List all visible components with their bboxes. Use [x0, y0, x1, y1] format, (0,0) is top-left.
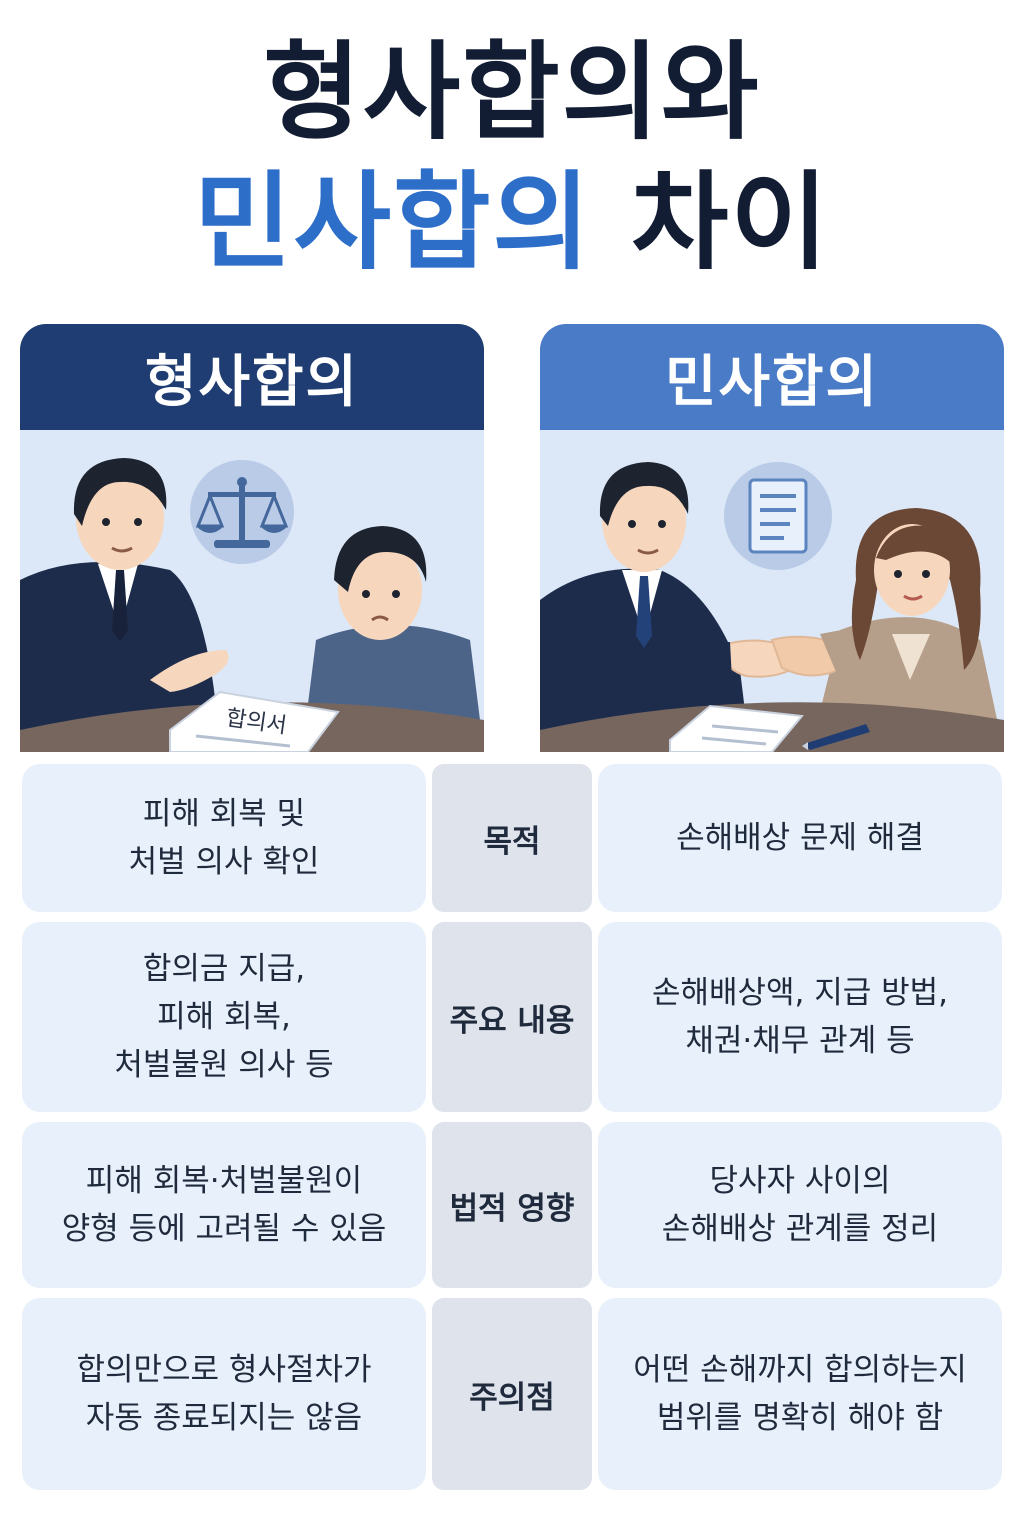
- cell-line: 처벌불원 의사 등: [114, 1047, 334, 1083]
- row-content-label: 주요 내용: [432, 922, 592, 1112]
- civil-agreement-paper: [669, 704, 804, 752]
- cell-line: 어떤 손해까지 합의하는지: [633, 1352, 967, 1388]
- row-caution-criminal: 합의만으로 형사절차가 자동 종료되지는 않음: [22, 1298, 426, 1490]
- page-title-line-1: 형사합의와: [263, 31, 761, 154]
- criminal-settlement-panel: 형사합의: [20, 324, 484, 752]
- scale-icon: [190, 460, 294, 564]
- row-legal-effect-label: 법적 영향: [432, 1122, 592, 1288]
- criminal-settlement-illustration: 합의서: [20, 430, 484, 752]
- civil-scene-svg: [540, 462, 1004, 752]
- cell-line: 양형 등에 고려될 수 있음: [61, 1211, 387, 1247]
- row-legal-effect-criminal: 피해 회복·처벌불원이 양형 등에 고려될 수 있음: [22, 1122, 426, 1288]
- row-purpose-civil: 손해배상 문제 해결: [598, 764, 1002, 912]
- criminal-scene-svg: 합의서: [20, 458, 484, 752]
- pen-icon: [802, 724, 870, 750]
- page-title-rest: 차이: [630, 161, 831, 284]
- row-purpose-criminal: 피해 회복 및 처벌 의사 확인: [22, 764, 426, 912]
- row-caution-label: 주의점: [432, 1298, 592, 1490]
- row-content-criminal: 합의금 지급, 피해 회복, 처벌불원 의사 등: [22, 922, 426, 1112]
- cell-line: 손해배상액, 지급 방법,: [651, 975, 949, 1011]
- row-purpose-label: 목적: [432, 764, 592, 912]
- handshake: [700, 628, 858, 680]
- page-title-line-2: 민사합의 차이: [0, 158, 1024, 288]
- cell-line: 채권·채무 관계 등: [685, 1023, 915, 1059]
- civil-lawyer-figure: [540, 462, 750, 752]
- row-caution-civil: 어떤 손해까지 합의하는지 범위를 명확히 해야 함: [598, 1298, 1002, 1490]
- cell-line: 자동 종료되지는 않음: [85, 1400, 363, 1436]
- cell-line: 당사자 사이의: [709, 1163, 891, 1199]
- lawyer-figure: [20, 458, 229, 752]
- cell-line: 처벌 의사 확인: [128, 844, 320, 880]
- cell-line: 범위를 명확히 해야 함: [656, 1400, 944, 1436]
- civil-settlement-panel: 민사합의: [540, 324, 1004, 752]
- row-legal-effect-civil: 당사자 사이의 손해배상 관계를 정리: [598, 1122, 1002, 1288]
- cell-line: 손해배상 관계를 정리: [661, 1211, 939, 1247]
- civil-settlement-illustration: [540, 430, 1004, 752]
- document-icon: [724, 462, 832, 570]
- civil-settlement-header: 민사합의: [540, 324, 1004, 430]
- cell-line: 합의만으로 형사절차가: [76, 1352, 372, 1388]
- cell-line: 손해배상 문제 해결: [676, 820, 924, 856]
- page-title-accent: 민사합의: [193, 161, 593, 284]
- cell-line: 합의금 지급,: [142, 951, 306, 987]
- cell-line: 피해 회복 및: [142, 796, 306, 832]
- criminal-settlement-header: 형사합의: [20, 324, 484, 430]
- cell-line: 피해 회복,: [157, 999, 291, 1035]
- row-content-civil: 손해배상액, 지급 방법, 채권·채무 관계 등: [598, 922, 1002, 1112]
- settlement-document: 합의서: [169, 690, 340, 752]
- cell-line: 피해 회복·처벌불원이: [85, 1163, 363, 1199]
